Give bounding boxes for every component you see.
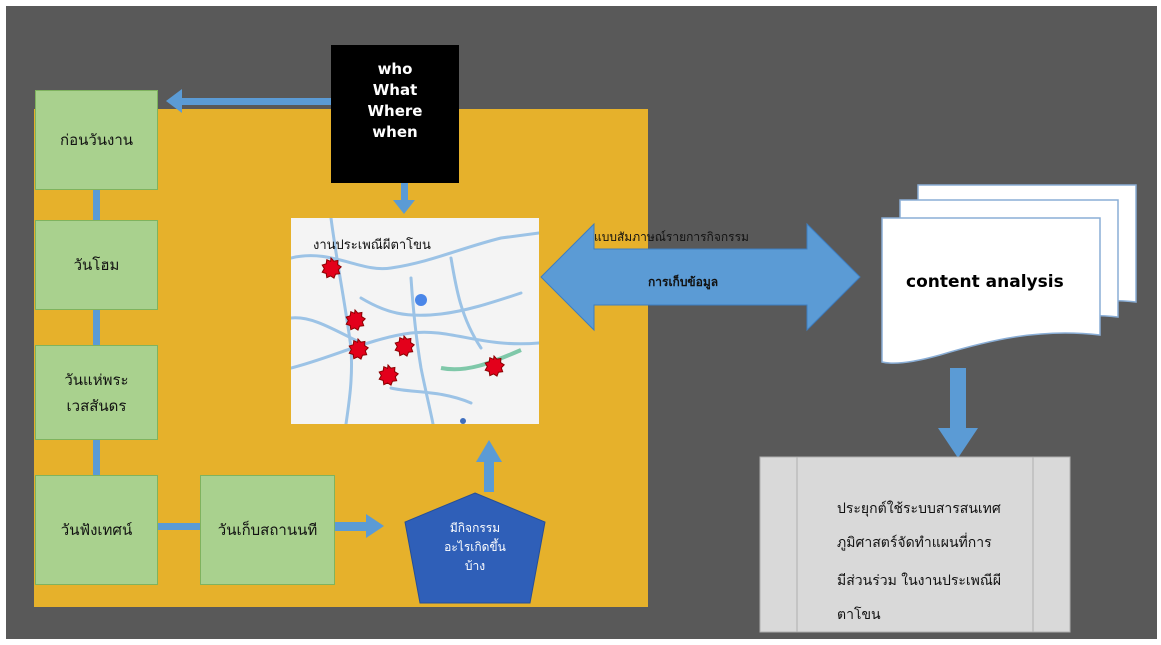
map-marker: [484, 354, 505, 377]
activity-line: บ้าง: [464, 559, 486, 573]
questions-box: who What Where when: [331, 45, 459, 183]
outcome-line: ตาโขน: [837, 607, 881, 623]
stage-label: เวสสันดร: [66, 396, 127, 415]
activity-pentagon: [404, 492, 546, 604]
stage-sermon-day: วันฟังเทศน์: [35, 475, 158, 585]
stage-hom-day: วันโฮม: [35, 220, 158, 310]
arrow-sermon-to-clearing: [158, 523, 200, 530]
arrow-to-before-event: [166, 89, 331, 113]
question-line: Where: [367, 102, 423, 120]
arrow-to-map: [393, 183, 415, 214]
stage-procession-day: วันแห่พระ เวสสันดร: [35, 345, 158, 440]
stage-label: วันโฮม: [73, 256, 120, 274]
outcome-scroll: [759, 456, 1071, 633]
stage-connector: [93, 190, 100, 220]
map-marker: [345, 308, 366, 331]
event-map: งานประเพณีผีตาโขน: [291, 218, 539, 424]
interview-label: แบบสัมภาษณ์รายการกิจกรรม: [594, 230, 749, 244]
activity-line: มีกิจกรรม: [449, 521, 501, 535]
stage-label: วันเก็บสถานนที: [217, 521, 318, 539]
stage-connector: [93, 440, 100, 475]
stage-site-clearing-day: วันเก็บสถานนที: [200, 475, 335, 585]
activity-text: มีกิจกรรม อะไรเกิดขึ้น บ้าง: [422, 519, 528, 576]
map-title: งานประเพณีผีตาโขน: [313, 238, 431, 253]
map-roads: [291, 218, 539, 424]
map-marker: [378, 363, 399, 386]
stage-label: วันฟังเทศน์: [60, 521, 133, 539]
outcome-line: ภูมิศาสตร์จัดทำแผนที่การ: [837, 535, 992, 551]
question-line: when: [372, 123, 418, 141]
activity-line: อะไรเกิดขึ้น: [444, 540, 506, 554]
outcome-text-bottom: มีส่วนร่วม ในงานประเพณีผี ตาโขน: [837, 571, 1001, 625]
outcome-line: ประยุกต์ใช้ระบบสารสนเทศ: [837, 501, 1001, 517]
document-front: [881, 217, 1101, 364]
document-label: content analysis: [906, 272, 1064, 292]
stage-label: วันแห่พระ: [64, 370, 129, 389]
question-line: who: [377, 60, 413, 78]
map-marker: [348, 337, 369, 360]
stage-before-event: ก่อนวันงาน: [35, 90, 158, 190]
map-marker: [321, 256, 342, 279]
stage-label: ก่อนวันงาน: [59, 131, 134, 149]
document-stack: [881, 184, 1137, 364]
double-arrow-data-collection: [540, 222, 861, 332]
question-line: What: [372, 81, 418, 99]
outcome-text-top: ประยุกต์ใช้ระบบสารสนเทศ ภูมิศาสตร์จัดทำแ…: [837, 499, 1001, 553]
stage-connector: [93, 310, 100, 345]
arrow-to-activity: [335, 514, 384, 538]
arrow-pentagon-to-map: [476, 440, 502, 492]
map-marker: [394, 334, 415, 357]
arrow-to-outcome: [938, 368, 978, 458]
data-collection-label: การเก็บข้อมูล: [648, 275, 719, 289]
outcome-line: มีส่วนร่วม ในงานประเพณีผี: [837, 573, 1002, 589]
